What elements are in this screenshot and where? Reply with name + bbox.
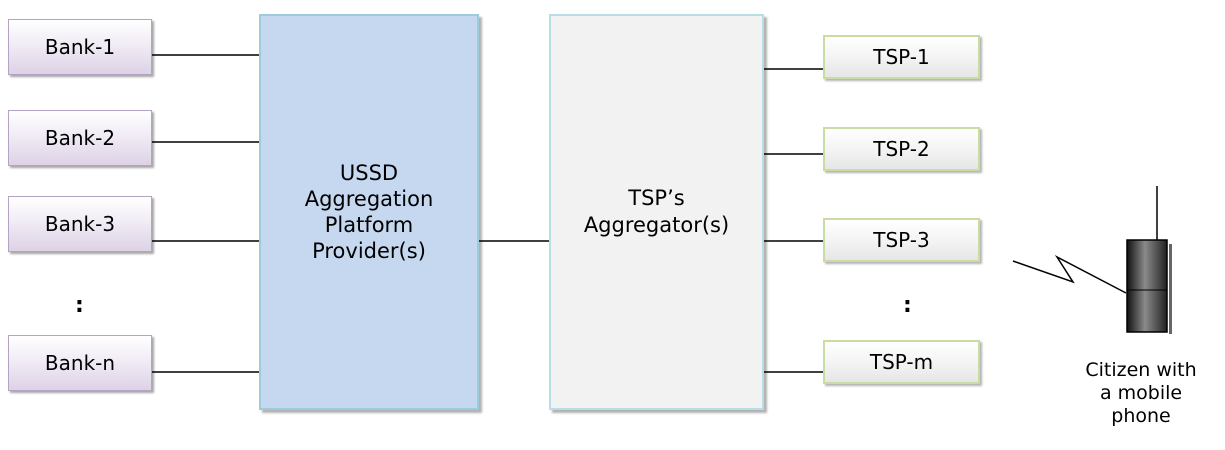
tsp-3-label: TSP-3 [873, 228, 930, 252]
tsp-2-label: TSP-2 [873, 137, 930, 161]
bank-3-label: Bank-3 [44, 212, 116, 236]
bank-n-label: Bank-n [44, 351, 116, 375]
citizen-caption: Citizen with a mobile phone [1085, 359, 1197, 427]
tsp-1-label: TSP-1 [873, 45, 930, 69]
tsp-aggregator-box: TSP’s Aggregator(s) [549, 14, 764, 410]
ussd-aggregation-platform-box: USSD Aggregation Platform Provider(s) [259, 14, 479, 410]
bank-2-box: Bank-2 [8, 110, 152, 166]
bank-2-label: Bank-2 [44, 126, 116, 150]
tsp-2-box: TSP-2 [823, 127, 980, 171]
tsp-3-box: TSP-3 [823, 218, 980, 262]
tsp-aggregator-label: TSP’s Aggregator(s) [583, 185, 730, 237]
mobile-phone-icon [1126, 186, 1172, 334]
tsp-m-box: TSP-m [823, 340, 980, 384]
tsp-1-box: TSP-1 [823, 35, 980, 79]
bank-1-label: Bank-1 [44, 35, 116, 59]
bank-3-box: Bank-3 [8, 196, 152, 252]
ussd-aggregation-platform-label: USSD Aggregation Platform Provider(s) [304, 160, 434, 264]
tsp-m-label: TSP-m [869, 350, 934, 374]
bank-ellipsis: : [75, 293, 84, 318]
bank-n-box: Bank-n [8, 335, 152, 391]
tsp-ellipsis: : [903, 293, 912, 318]
bank-1-box: Bank-1 [8, 19, 152, 75]
wireless-signal-zigzag [1012, 255, 1127, 294]
